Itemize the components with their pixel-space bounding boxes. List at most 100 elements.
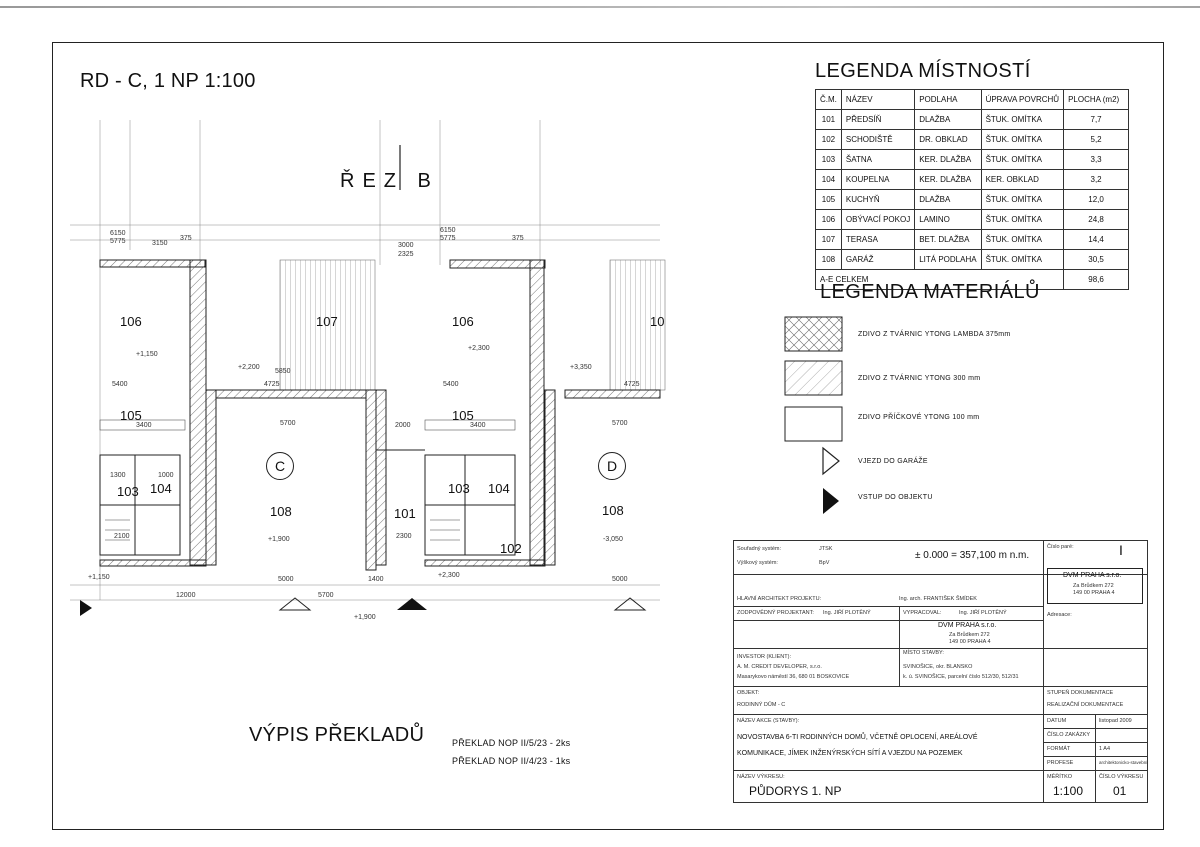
- column-header: PODLAHA: [914, 89, 982, 110]
- dimension: 1400: [368, 576, 384, 583]
- cell: 106: [815, 209, 842, 230]
- cell: DLAŽBA: [914, 189, 982, 210]
- garage-entry-icon: [822, 446, 840, 476]
- dimension: 5775: [440, 235, 456, 242]
- scale-label: MĚŘÍTKO: [1047, 774, 1073, 780]
- order-label: ČÍSLO ZAKÁZKY: [1047, 732, 1091, 738]
- room-legend-title: LEGENDA MÍSTNOSTÍ: [815, 60, 1031, 82]
- floor-plan-drawing: [70, 120, 666, 616]
- cell: 24,8: [1063, 209, 1130, 230]
- room-label: 103: [117, 484, 139, 499]
- site-value: k. ú. SVINOŠICE, parcelní číslo 512/30, …: [903, 674, 1019, 680]
- cell: KER. DLAŽBA: [914, 169, 982, 190]
- cell: KER. OBKLAD: [980, 169, 1065, 190]
- system-value: JTSK: [819, 546, 833, 552]
- profession-value: architektonicko-stavební: [1099, 760, 1148, 765]
- construction-label: NÁZEV AKCE (STAVBY):: [737, 718, 800, 724]
- cell: ŠTUK. OMÍTKA: [980, 149, 1065, 170]
- cell: 14,4: [1063, 229, 1130, 250]
- site-value: SVINOŠICE, okr. BLANSKO: [903, 664, 973, 670]
- drawing-name: PŮDORYS 1. NP: [749, 784, 842, 798]
- investor-address: Masarykovo náměstí 36, 680 01 BOSKOVICE: [737, 674, 850, 680]
- column-header: PLOCHA (m2): [1063, 89, 1130, 110]
- dimension: 1300: [110, 472, 126, 479]
- cell: 108: [815, 249, 842, 270]
- chief-architect-value: Ing. arch. FRANTIŠEK ŠMÍDEK: [899, 596, 977, 602]
- column-header: ÚPRAVA POVRCHŮ: [980, 89, 1065, 110]
- zero-elevation: ± 0.000 = 357,100 m n.m.: [915, 550, 1030, 561]
- room-label: 108: [602, 503, 624, 518]
- level-mark: +3,350: [570, 364, 592, 371]
- chief-architect-label: HLAVNÍ ARCHITEKT PROJEKTU:: [737, 596, 822, 602]
- material-item: ZDIVO PŘÍČKOVÉ YTONG 100 mm: [858, 414, 980, 421]
- scan-edge: [0, 6, 1200, 8]
- room-label: 106: [120, 314, 142, 329]
- drawing-number-label: ČÍSLO VÝKRESU: [1099, 774, 1144, 780]
- arrow-legend-item: VSTUP DO OBJEKTU: [858, 494, 933, 501]
- level-mark: +1,900: [268, 536, 290, 543]
- firm-address: Za Brůdkem 272: [949, 632, 990, 638]
- material-item: ZDIVO Z TVÁRNIC YTONG 300 mm: [858, 375, 981, 382]
- room-label: 10: [650, 314, 665, 329]
- room-label: 102: [500, 541, 522, 556]
- cell: 105: [815, 189, 842, 210]
- level-mark: +2,300: [468, 345, 490, 352]
- cell: ŠTUK. OMÍTKA: [980, 209, 1065, 230]
- dimension: 5700: [612, 420, 628, 427]
- dimension: 5700: [280, 420, 296, 427]
- level-mark: +2,200: [238, 364, 260, 371]
- firm-name: DVM PRAHA s.r.o.: [938, 622, 997, 629]
- arrow-icons: [822, 446, 840, 514]
- cell: LAMINO: [914, 209, 982, 230]
- dimension: 375: [512, 235, 524, 242]
- dimension: 3400: [470, 422, 486, 429]
- cell: KOUPELNA: [840, 169, 916, 190]
- materials-legend-title: LEGENDA MATERIÁLŮ: [820, 281, 1040, 303]
- investor-name: A. M. CREDIT DEVELOPER, s.r.o.: [737, 664, 822, 670]
- cell: 12,0: [1063, 189, 1130, 210]
- date-value: listopad 2009: [1099, 718, 1132, 724]
- level-mark: +1,900: [354, 614, 376, 621]
- level-mark: -3,050: [603, 536, 623, 543]
- column-header: NÁZEV: [840, 89, 916, 110]
- total-value: 98,6: [1063, 269, 1130, 290]
- cell: 7,7: [1063, 109, 1130, 130]
- dimension: 2000: [395, 422, 411, 429]
- cell: 3,2: [1063, 169, 1130, 190]
- dimension: 3150: [152, 240, 168, 247]
- dimension: 5850: [275, 368, 291, 375]
- room-label: 105: [452, 408, 474, 423]
- dimension: 2325: [398, 251, 414, 258]
- room-label: 101: [394, 506, 416, 521]
- cell: KER. DLAŽBA: [914, 149, 982, 170]
- drawing-frame: [52, 42, 1164, 830]
- room-label: 104: [150, 481, 172, 496]
- cell: ŠTUK. OMÍTKA: [980, 189, 1065, 210]
- room-label: 107: [316, 314, 338, 329]
- dimension: 5775: [110, 238, 126, 245]
- cell: 101: [815, 109, 842, 130]
- cell: 3,3: [1063, 149, 1130, 170]
- cell: DR. OBKLAD: [914, 129, 982, 150]
- dimension: 3000: [398, 242, 414, 249]
- cell: BET. DLAŽBA: [914, 229, 982, 250]
- firm-address: 149 00 PRAHA 4: [949, 639, 991, 645]
- dimension: 375: [180, 235, 192, 242]
- dimension: 5400: [443, 381, 459, 388]
- dimension: 2300: [396, 533, 412, 540]
- height-system-label: Výškový systém:: [737, 560, 778, 566]
- material-item: ZDIVO Z TVÁRNIC YTONG LAMBDA 375mm: [858, 331, 1011, 338]
- firm-address: Za Brůdkem 272: [1073, 583, 1114, 589]
- building-entry-icon: [823, 488, 839, 514]
- cell: 102: [815, 129, 842, 150]
- level-mark: +1,150: [88, 574, 110, 581]
- title-block: Souřadný systém: JTSK Výškový systém: Bp…: [733, 540, 1148, 803]
- date-label: DATUM: [1047, 718, 1067, 724]
- dimension: 5700: [318, 592, 334, 599]
